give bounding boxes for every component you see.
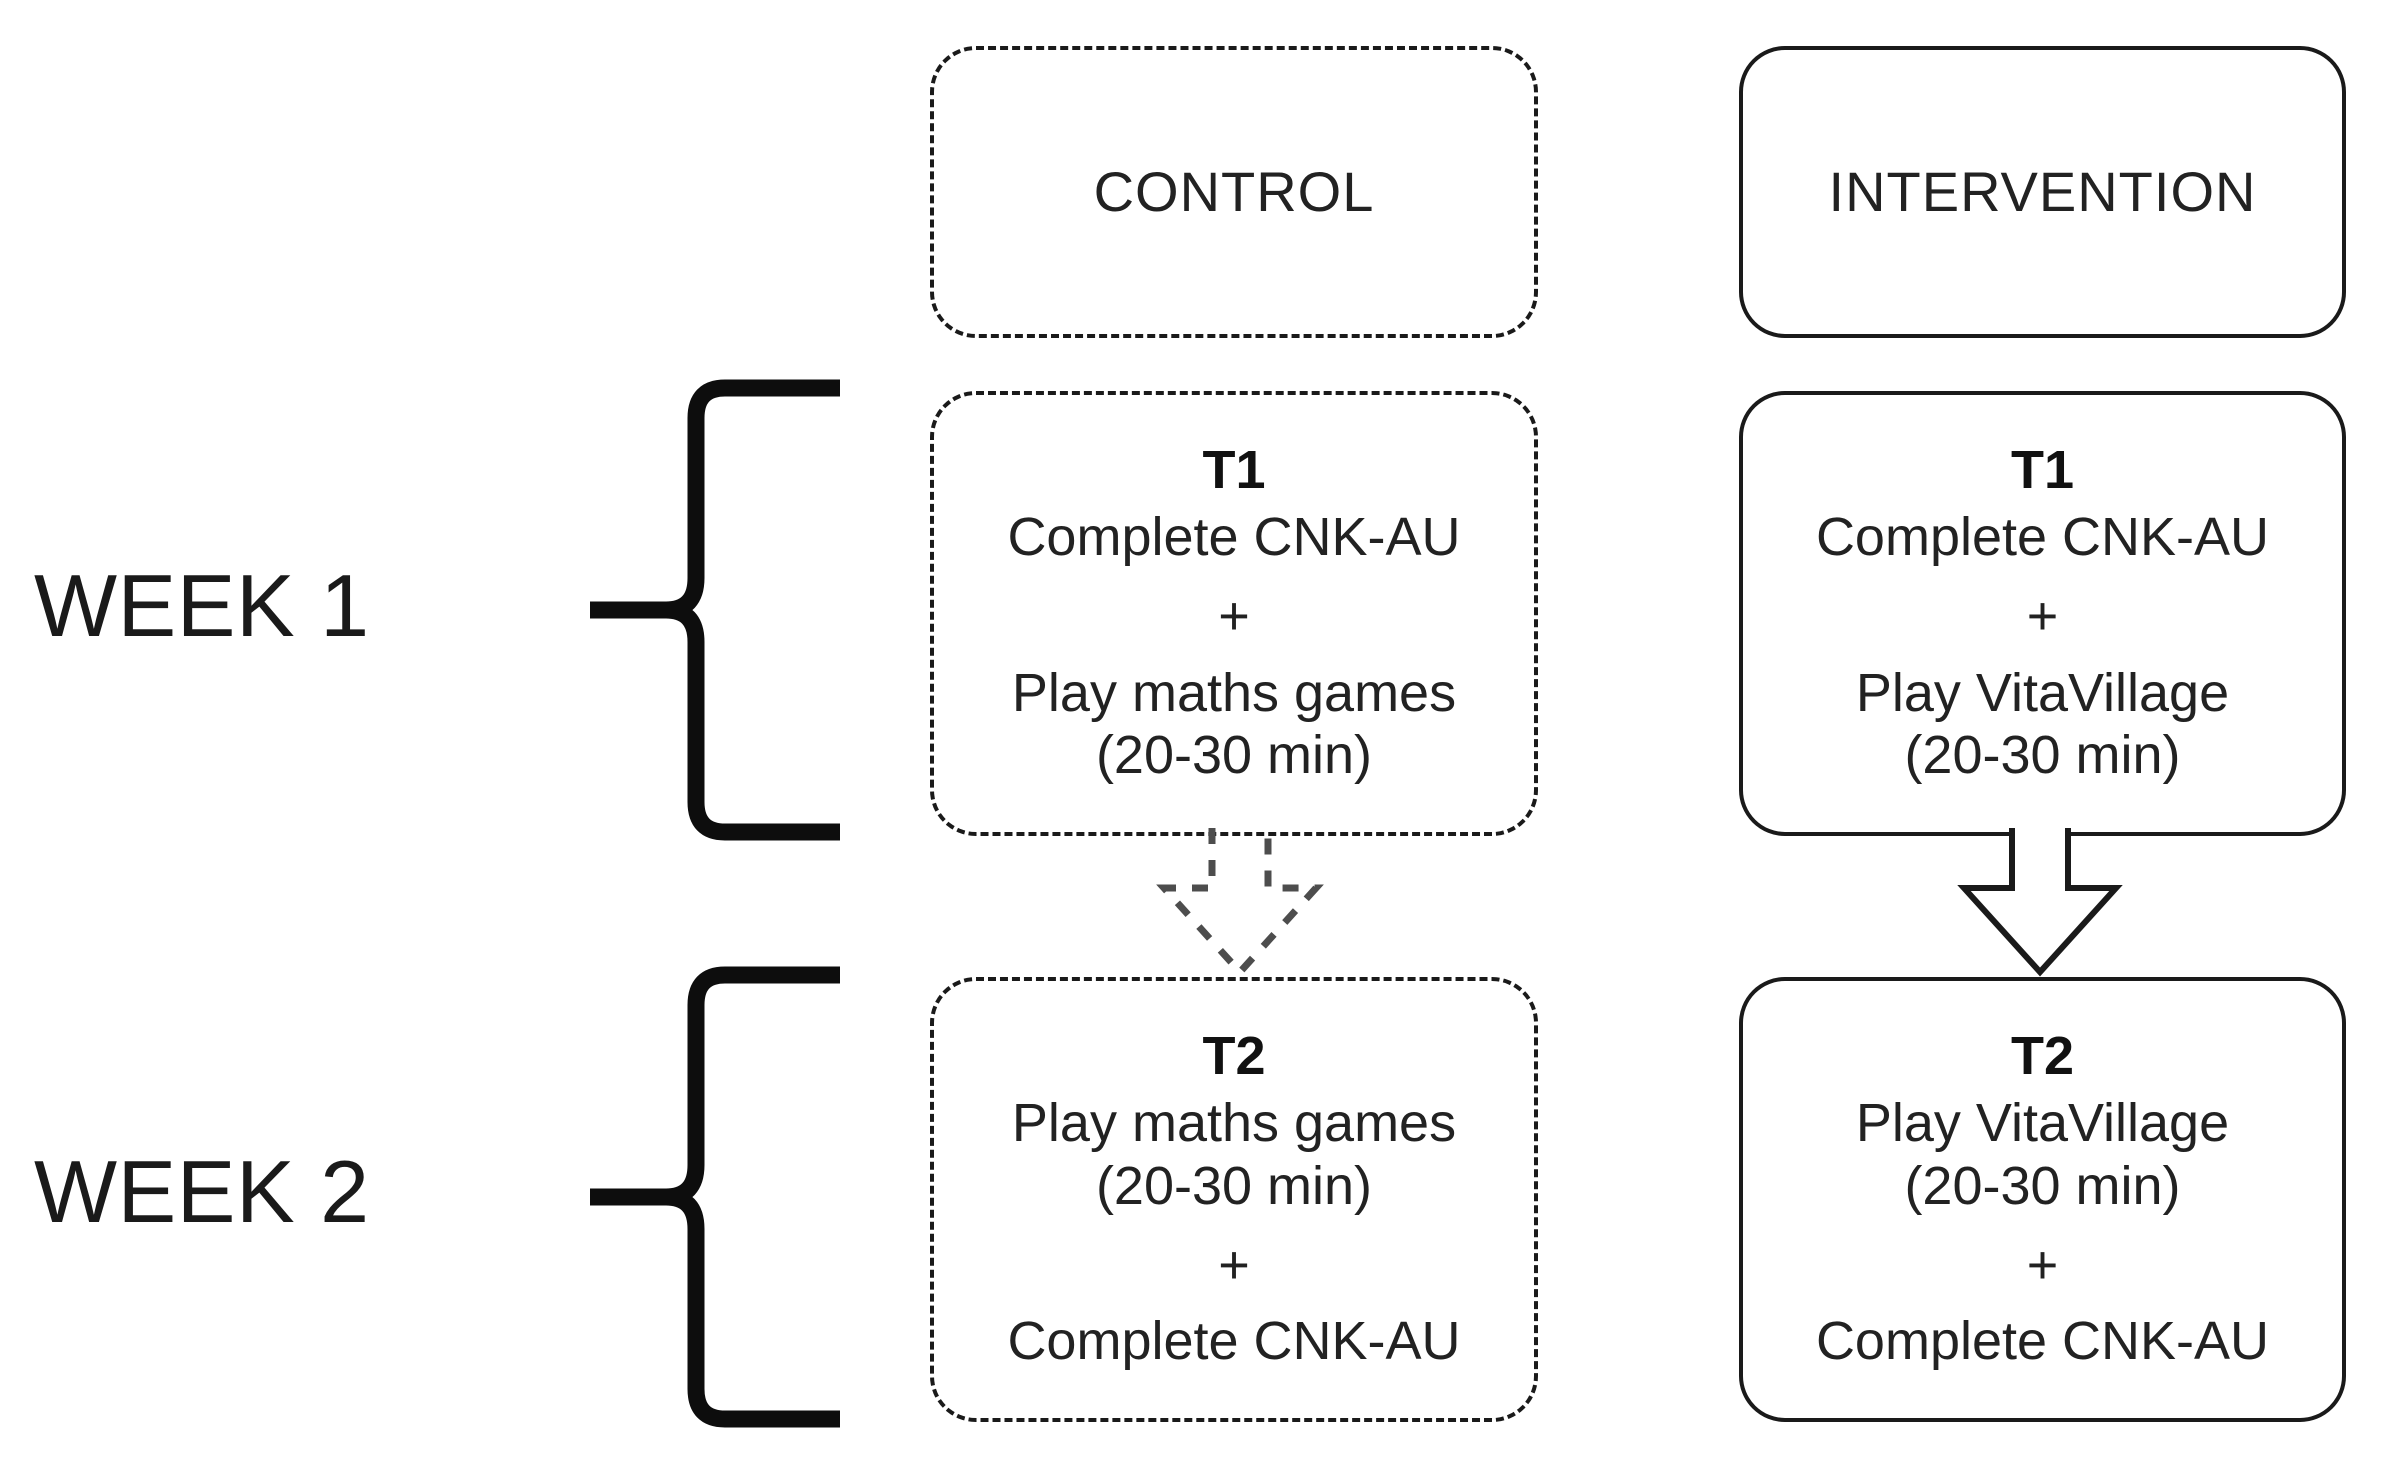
control-t2-plus: + bbox=[1218, 1234, 1250, 1295]
intervention-t1-box: T1 Complete CNK-AU + Play VitaVillage (2… bbox=[1739, 391, 2346, 836]
intervention-t1-title: T1 bbox=[2010, 440, 2075, 501]
control-header-label: CONTROL bbox=[1093, 160, 1375, 224]
control-t1-line-3: (20-30 min) bbox=[1095, 725, 1373, 786]
intervention-t2-line-1: Play VitaVillage bbox=[1855, 1093, 2230, 1154]
week-1-label: WEEK 1 bbox=[34, 556, 370, 655]
control-t1-line-1: Complete CNK-AU bbox=[1007, 507, 1461, 568]
intervention-t2-box: T2 Play VitaVillage (20-30 min) + Comple… bbox=[1739, 977, 2346, 1422]
intervention-t2-line-2: Complete CNK-AU bbox=[1815, 1311, 2270, 1372]
intervention-header-box: INTERVENTION bbox=[1739, 46, 2346, 338]
week-2-label: WEEK 2 bbox=[34, 1142, 370, 1241]
intervention-t2-line-1b: (20-30 min) bbox=[1904, 1156, 2181, 1217]
control-flow-arrow-icon bbox=[1156, 828, 1324, 978]
control-header-box: CONTROL bbox=[930, 46, 1538, 338]
intervention-t2-plus: + bbox=[2026, 1234, 2059, 1295]
intervention-t1-plus: + bbox=[2026, 586, 2059, 647]
control-t2-title: T2 bbox=[1202, 1026, 1266, 1087]
intervention-t2-title: T2 bbox=[2010, 1026, 2075, 1087]
intervention-flow-arrow-icon bbox=[1957, 828, 2123, 977]
control-t2-line-1b: (20-30 min) bbox=[1095, 1156, 1373, 1217]
control-t1-plus: + bbox=[1218, 586, 1250, 647]
intervention-t1-line-3: (20-30 min) bbox=[1904, 725, 2181, 786]
week-1-brace-icon bbox=[590, 379, 840, 841]
control-t1-title: T1 bbox=[1202, 440, 1266, 501]
control-t2-box: T2 Play maths games (20-30 min) + Comple… bbox=[930, 977, 1538, 1422]
intervention-header-label: INTERVENTION bbox=[1828, 160, 2257, 224]
intervention-t1-line-2: Play VitaVillage bbox=[1855, 662, 2230, 723]
control-t2-line-1: Play maths games bbox=[1011, 1093, 1457, 1154]
week-2-brace-icon bbox=[590, 966, 840, 1428]
intervention-t1-line-1: Complete CNK-AU bbox=[1815, 507, 2270, 568]
control-t2-line-2: Complete CNK-AU bbox=[1007, 1311, 1461, 1372]
control-t1-line-2: Play maths games bbox=[1011, 662, 1457, 723]
control-t1-box: T1 Complete CNK-AU + Play maths games (2… bbox=[930, 391, 1538, 836]
